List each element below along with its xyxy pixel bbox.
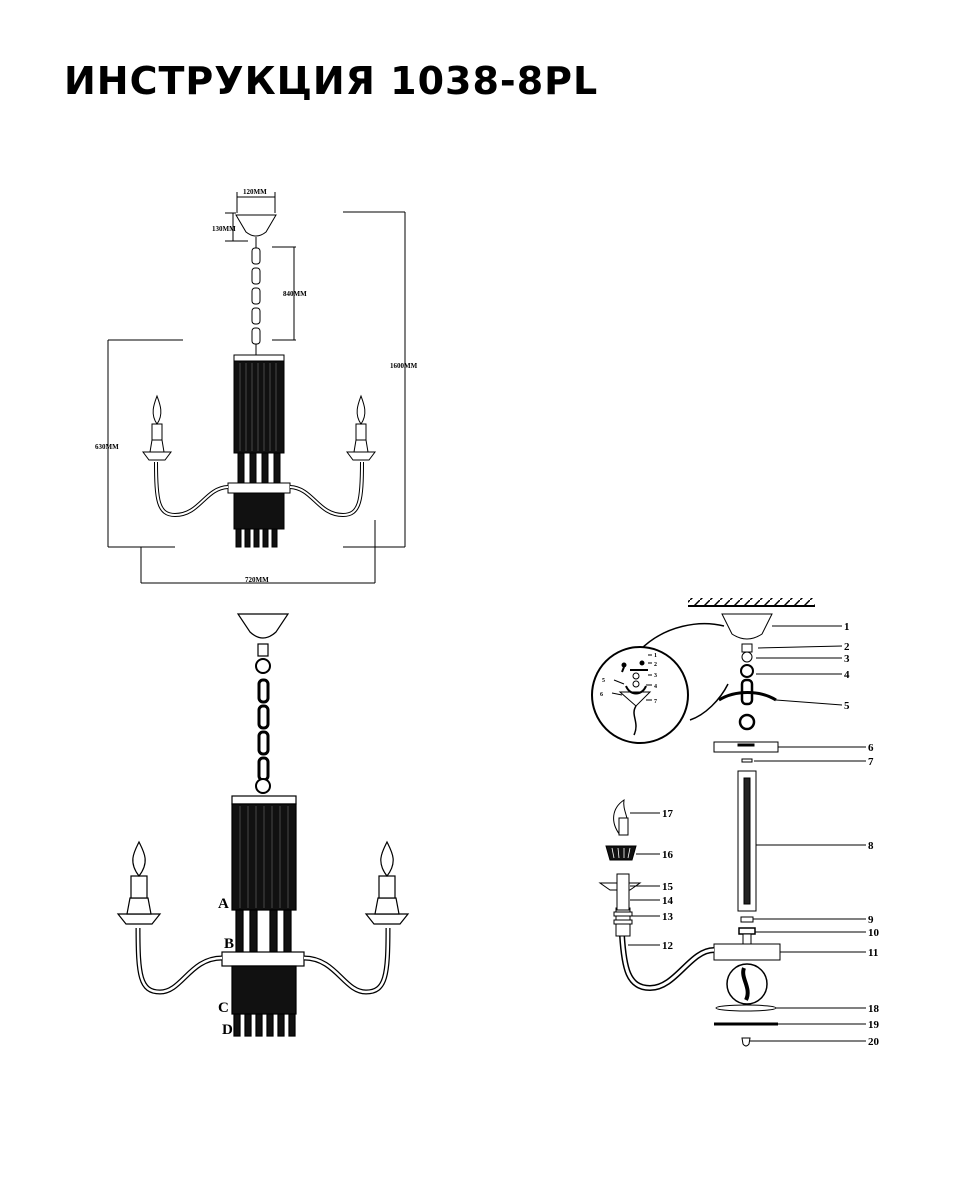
part-number-8: 8 [868,840,874,852]
part-number-13: 13 [662,911,674,923]
inset-number-6: 6 [600,692,603,698]
inset-number-5: 5 [602,678,605,684]
part-number-19: 19 [868,1019,880,1031]
inset-number-2: 2 [654,662,657,668]
part-number-10: 10 [868,927,880,939]
inset-number-7: 7 [654,699,657,705]
chandelier-drawing [116,613,410,1037]
dim-total-height: 1600MM [390,362,418,370]
dim-body-height: 630MM [95,443,119,451]
part-number-15: 15 [662,881,674,893]
dimension-drawing [107,192,406,584]
inset-number-3: 3 [654,673,657,679]
chain-long [257,678,270,782]
part-number-16: 16 [662,849,674,861]
dim-chain-length: 840MM [283,290,307,298]
section-label-b: B [224,936,234,952]
part-number-2: 2 [844,641,850,653]
part-number-3: 3 [844,653,850,665]
page-title: ИНСТРУКЦИЯ 1038-8PL [64,59,599,103]
part-number-9: 9 [868,914,874,926]
part-number-14: 14 [662,895,674,907]
part-number-6: 6 [868,742,874,754]
dim-canopy-height: 130MM [212,225,236,233]
inset-number-1: 1 [654,653,657,659]
part-number-12: 12 [662,940,674,952]
exploded-view [591,598,866,1047]
dim-canopy-width: 120MM [243,188,267,196]
section-label-c: C [218,1000,229,1016]
part-number-5: 5 [844,700,850,712]
part-number-1: 1 [844,621,850,633]
section-label-d: D [222,1022,233,1038]
part-number-18: 18 [868,1003,880,1015]
part-number-11: 11 [868,947,878,959]
inset-detail [611,654,652,736]
chain [251,247,261,345]
part-number-17: 17 [662,808,674,820]
part-number-4: 4 [844,669,850,681]
part-number-7: 7 [868,756,874,768]
dim-diameter: 720MM [245,576,269,584]
inset-number-4: 4 [654,684,657,690]
section-label-a: A [218,896,229,912]
part-number-20: 20 [868,1036,880,1048]
